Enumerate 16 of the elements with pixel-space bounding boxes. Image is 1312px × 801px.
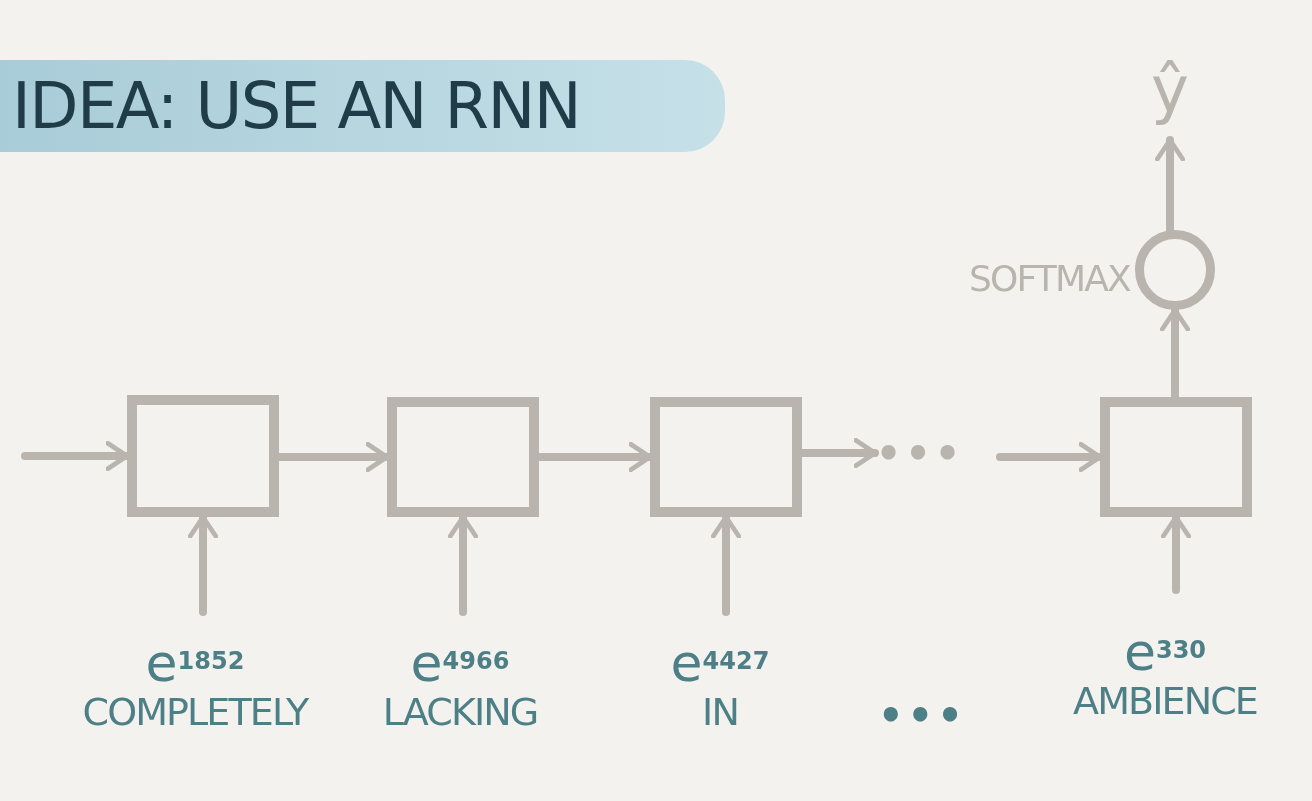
rnn-cell-box — [127, 395, 279, 517]
word-text: COMPLETELY — [82, 689, 308, 737]
title: IDEA: USE AN RNN — [12, 74, 581, 138]
embedding-symbol: e$^{4427}$ — [670, 637, 770, 690]
embedding-symbol: e$^{4966}$ — [410, 637, 510, 690]
rnn-cell-box — [1100, 397, 1252, 517]
word-text: LACKING — [382, 689, 538, 737]
word-text: IN — [702, 689, 738, 737]
embedding-symbol: e$^{1852}$ — [145, 637, 245, 690]
node-text: ••• — [875, 433, 965, 473]
embedding-symbol: e$^{330}$ — [1123, 626, 1207, 679]
word-text: AMBIENCE — [1073, 678, 1257, 726]
ellipsis-label: ••• — [878, 695, 967, 735]
rnn-cell-box — [387, 397, 539, 517]
rnn-cell-box — [650, 397, 802, 517]
node-caption: SOFTMAX — [969, 261, 1130, 297]
